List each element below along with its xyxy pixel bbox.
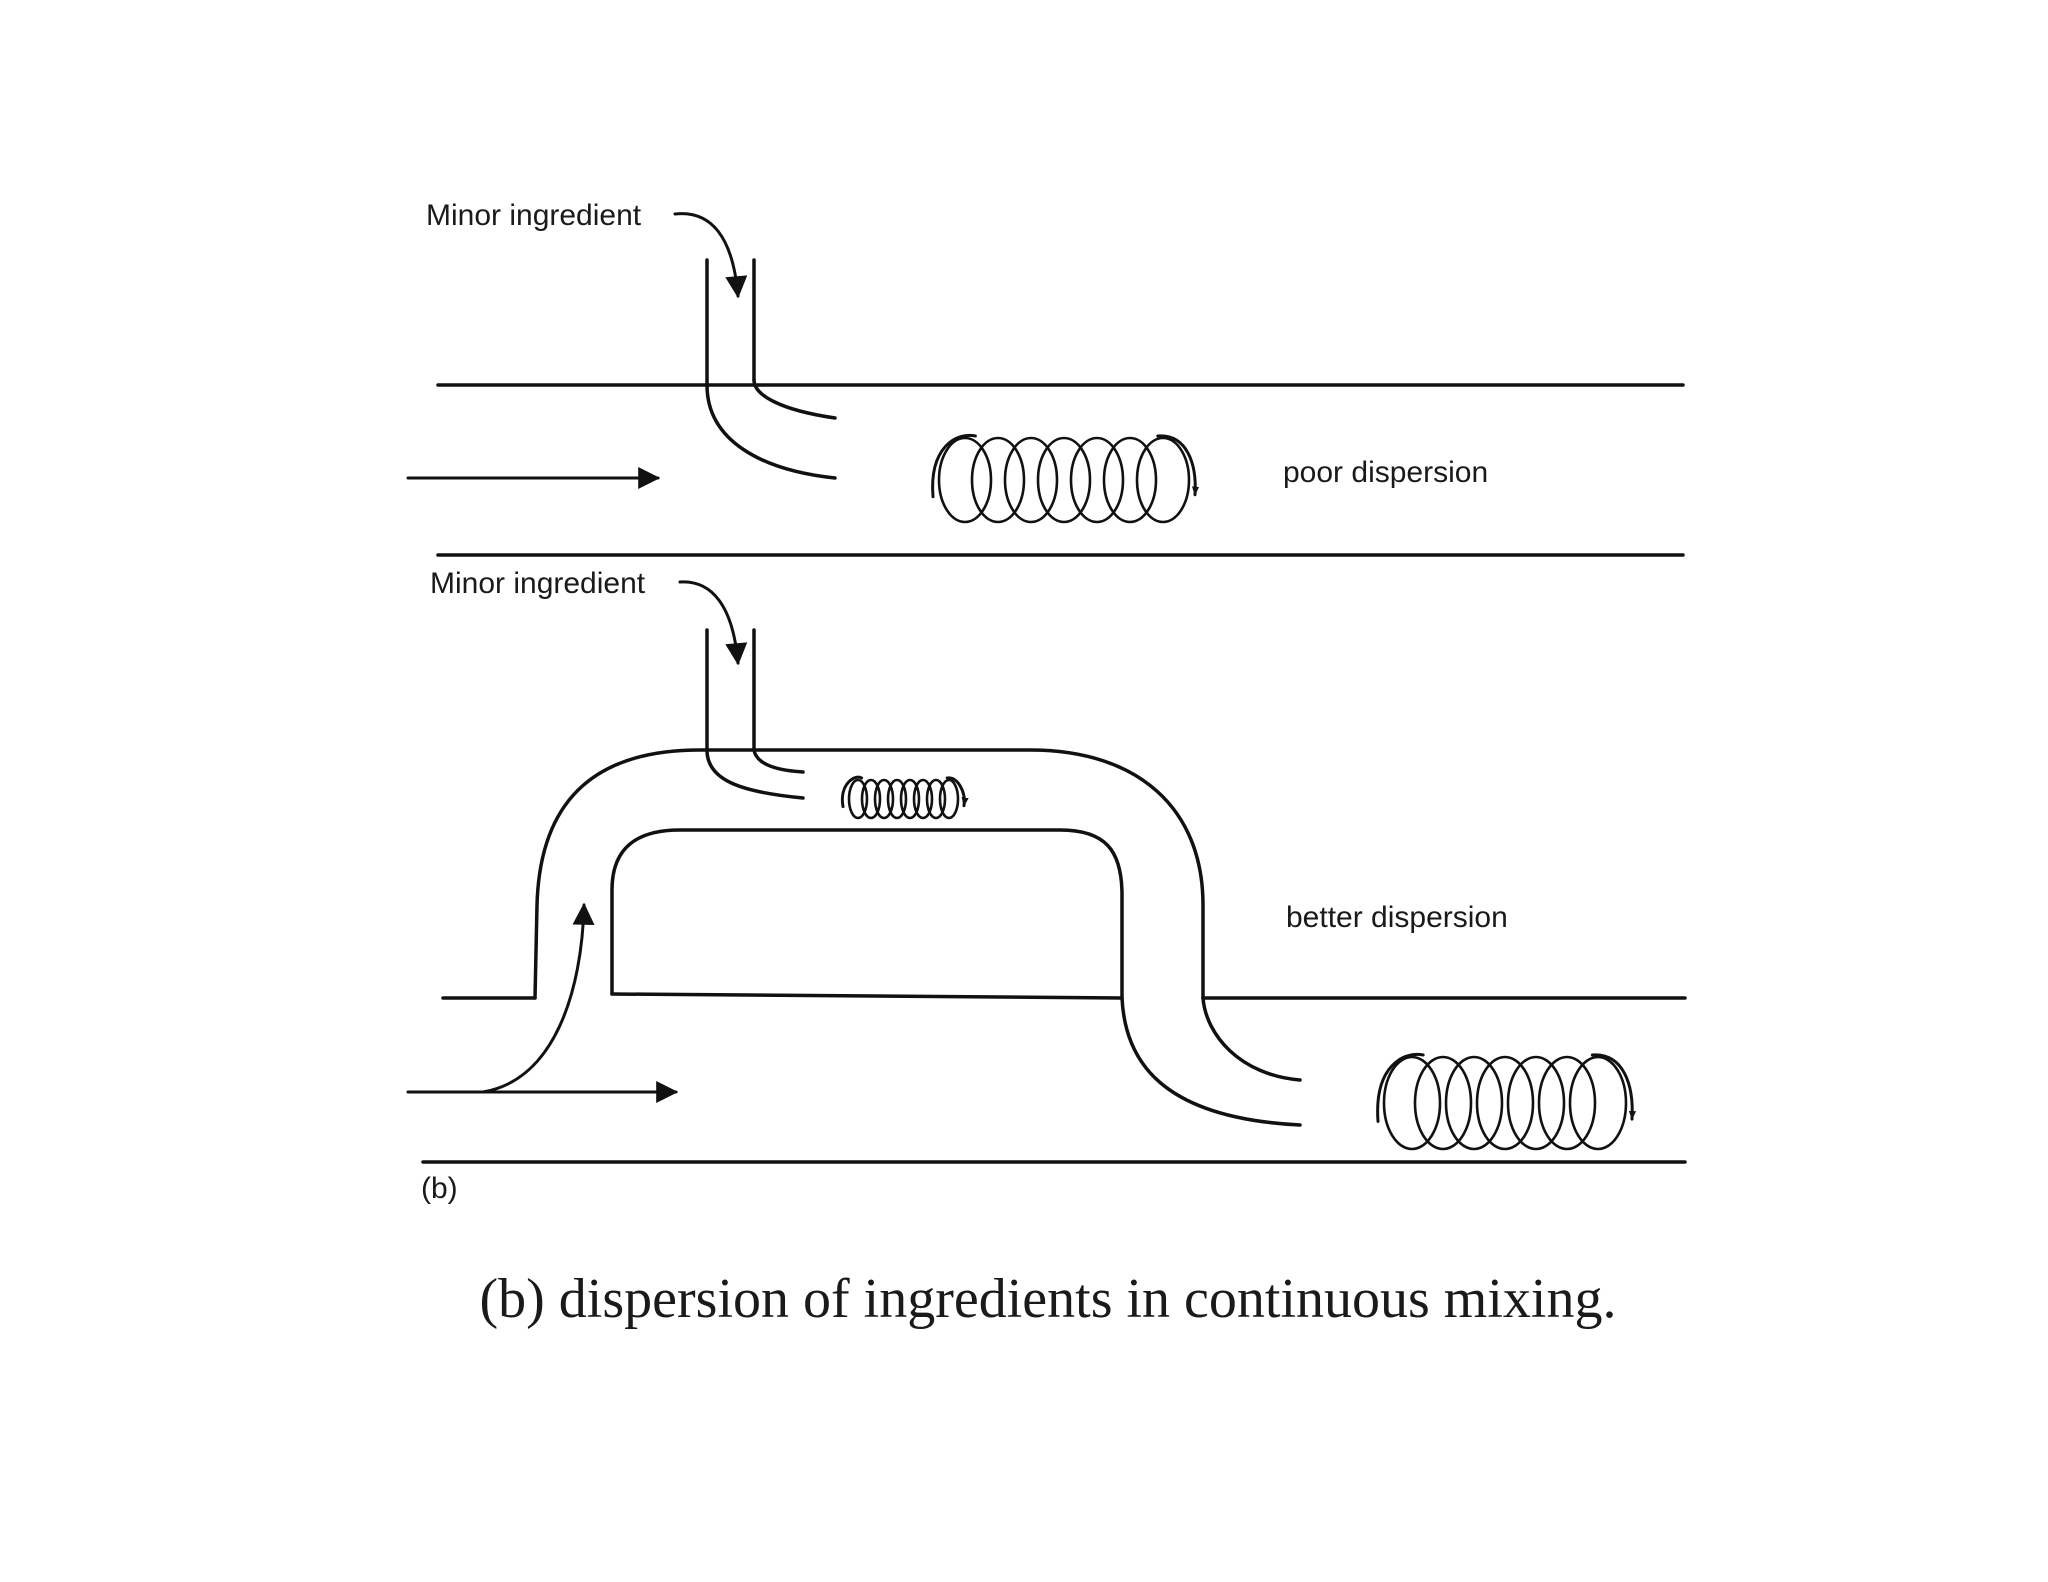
coil-loop: [886, 778, 908, 820]
coil-loop: [1102, 436, 1158, 524]
coil-loop: [938, 778, 960, 820]
bypass-dispersion-coil: [840, 775, 969, 820]
coil-lead-curve: [840, 775, 864, 809]
coil-loop: [912, 778, 934, 820]
coil-loop: [1036, 436, 1092, 524]
coil-loop: [925, 778, 947, 820]
remerge-stream-outer: [1120, 996, 1302, 1127]
bypass-inner-wall: [610, 828, 1124, 1000]
coil-rotation-arrow: [1156, 434, 1200, 497]
bottom-injection-tube: [705, 628, 805, 800]
remerge-stream-inner: [1201, 996, 1302, 1082]
bottom-panel: Minor ingredient better dispersion (b): [406, 567, 1687, 1205]
top-dispersion-coil: [931, 433, 1200, 524]
coil-loop: [1537, 1055, 1597, 1151]
coil-loop: [1475, 1055, 1535, 1151]
top-minor-ingredient-label: Minor ingredient: [426, 199, 642, 232]
bottom-dispersion-coil: [1376, 1052, 1637, 1151]
figure-caption: (b) dispersion of ingredients in continu…: [480, 1268, 1617, 1330]
coil-loop: [970, 436, 1026, 524]
coil-loop: [1506, 1055, 1566, 1151]
coil-loop: [937, 436, 993, 524]
better-dispersion-label: better dispersion: [1286, 901, 1508, 934]
bypass-outer-wall: [533, 748, 1205, 1000]
bottom-pipe-inner-wall: [610, 992, 1124, 1000]
coil-loop: [1003, 436, 1059, 524]
coil-rotation-arrow: [945, 776, 969, 808]
poor-dispersion-label: poor dispersion: [1283, 456, 1488, 489]
coil-loop: [847, 778, 869, 820]
coil-loop: [1568, 1055, 1628, 1151]
bottom-ingredient-arrow: [678, 580, 748, 666]
top-ingredient-arrow: [673, 212, 748, 299]
bottom-minor-ingredient-label: Minor ingredient: [430, 567, 646, 600]
top-injection-tube: [705, 258, 837, 480]
coil-lead-curve: [931, 433, 977, 499]
coil-loop: [899, 778, 921, 820]
coil-lead-curve: [1376, 1052, 1425, 1123]
coil-loop: [1382, 1055, 1442, 1151]
coil-loop: [1413, 1055, 1473, 1151]
coil-loop: [860, 778, 882, 820]
coil-loop: [873, 778, 895, 820]
bypass-flow-arrow: [481, 902, 595, 1094]
coil-loop: [1135, 436, 1191, 524]
coil-loop: [1444, 1055, 1504, 1151]
coil-loop: [1069, 436, 1125, 524]
panel-tag: (b): [421, 1172, 458, 1205]
bypass-loop: [533, 748, 1205, 1000]
top-panel: Minor ingredient poor dispersion: [406, 199, 1685, 557]
coil-rotation-arrow: [1590, 1053, 1637, 1121]
